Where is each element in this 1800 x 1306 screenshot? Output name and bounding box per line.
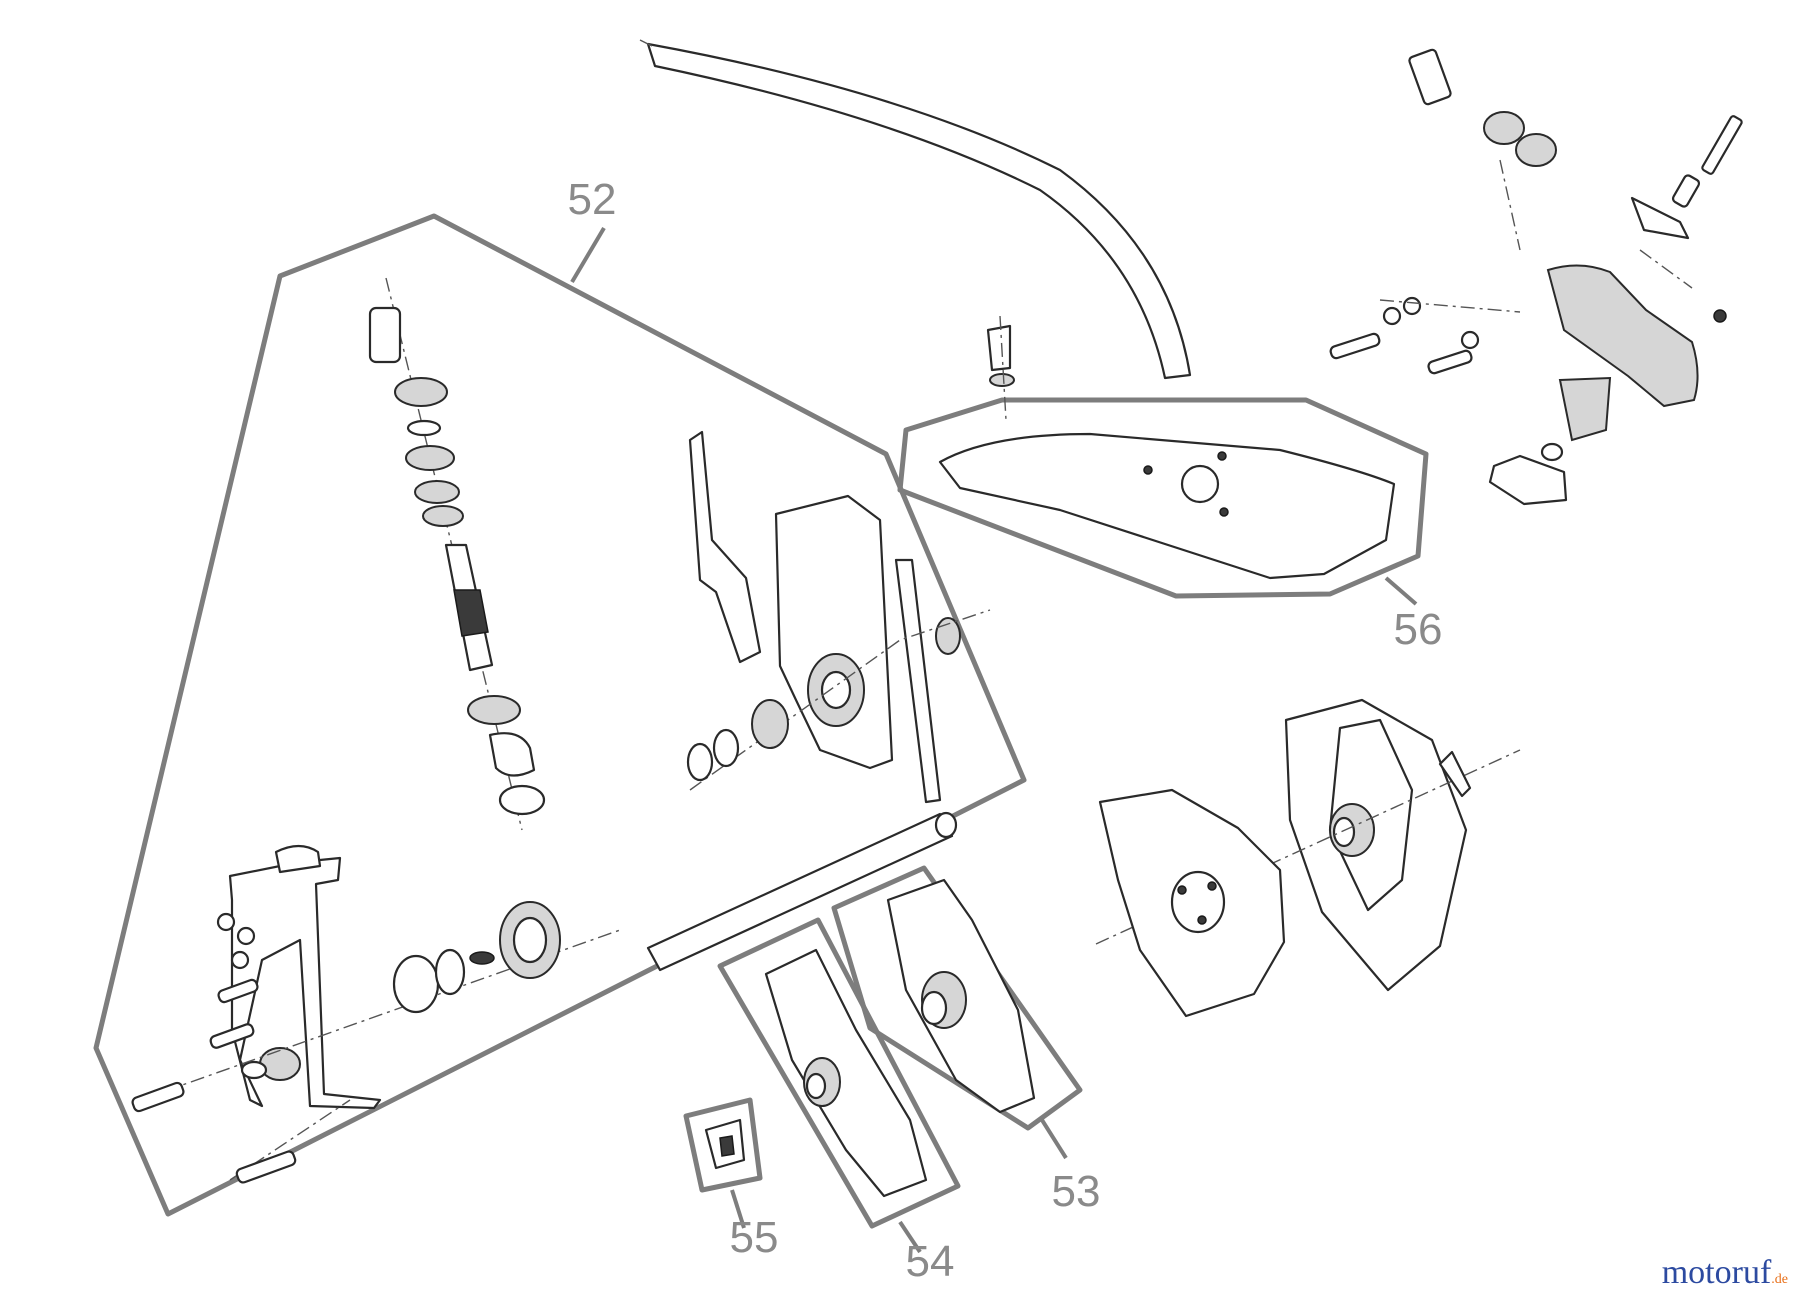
leader-54 [898, 1220, 922, 1254]
leader-53 [1040, 1118, 1068, 1160]
drive-gear [392, 901, 561, 1014]
handle-tube [639, 39, 1192, 380]
callout-52: 52 [568, 175, 617, 224]
watermark-tld: .de [1771, 1272, 1788, 1287]
tine-54 [764, 948, 928, 1198]
callout-56: 56 [1394, 605, 1443, 654]
tine-guard [938, 315, 1396, 580]
gearbox-right-half [686, 430, 991, 804]
callout-54: 54 [906, 1237, 955, 1286]
callout-53: 53 [1052, 1167, 1101, 1216]
tine-rotor-middle [1098, 788, 1286, 1018]
watermark-brand: motoruf [1661, 1254, 1772, 1291]
clip-55 [704, 1118, 746, 1170]
group-52-outline [93, 213, 1027, 1217]
lever-assembly [1329, 48, 1743, 506]
brand-watermark: motoruf.de [1662, 1254, 1788, 1292]
leader-55 [730, 1189, 746, 1229]
group-54-outline [717, 917, 961, 1254]
group-56-outline [897, 397, 1429, 606]
gearbox-left-half [131, 844, 621, 1184]
leader-52 [570, 226, 606, 284]
drive-shaft [646, 811, 958, 972]
leader-56 [1384, 576, 1418, 606]
group-55-outline [683, 1097, 763, 1229]
tine-rotor-right [1095, 698, 1521, 992]
tine-53 [886, 878, 1036, 1114]
callout-55: 55 [730, 1213, 779, 1262]
shaft-stack [368, 277, 546, 831]
